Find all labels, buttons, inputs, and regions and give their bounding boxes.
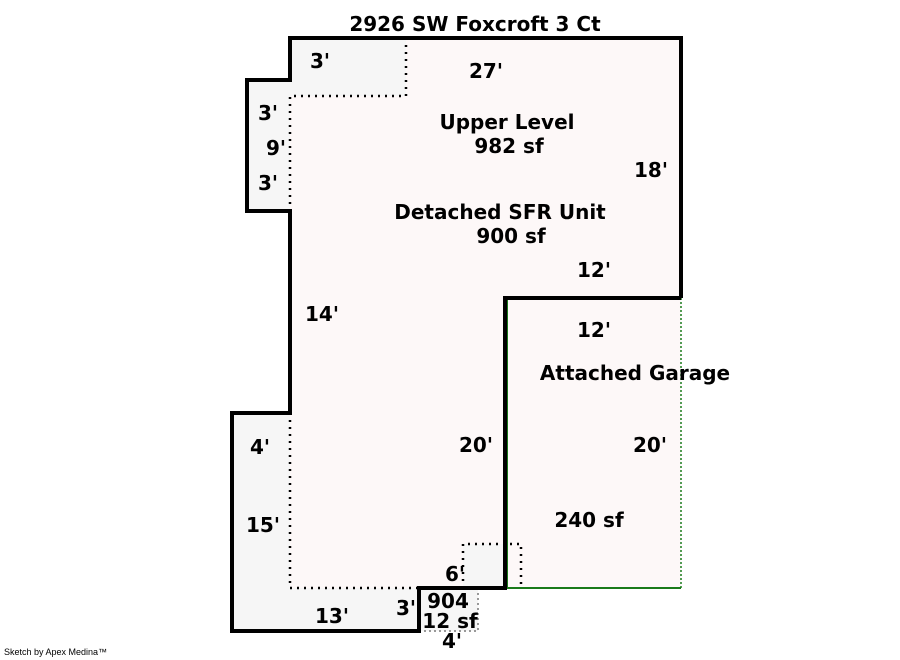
living-area-fill <box>290 38 681 588</box>
area-name-main: Detached SFR Unit <box>394 200 606 224</box>
dim-label: 18' <box>634 158 668 182</box>
dim-label: 27' <box>469 59 503 83</box>
dim-label: 4' <box>442 629 462 653</box>
porch-bottom-fill <box>232 413 419 631</box>
sketch-credit: Sketch by Apex Medina™ <box>4 647 108 657</box>
garage-fill <box>507 298 681 588</box>
area-size-small: 12 sf <box>422 609 478 633</box>
small-area-fill <box>419 588 478 631</box>
dim-label: 20' <box>459 433 493 457</box>
dim-label: 3' <box>258 101 278 125</box>
sketch-title: 2926 SW Foxcroft 3 Ct <box>349 12 601 36</box>
dotted-lines <box>288 38 523 632</box>
building-outline <box>230 36 683 633</box>
area-size-main: 900 sf <box>476 224 546 248</box>
area-size-upper: 982 sf <box>474 134 544 158</box>
nook-fill <box>463 544 507 588</box>
area-name-small: 904 <box>427 589 469 613</box>
area-name-upper: Upper Level <box>439 110 574 134</box>
dim-label: 12' <box>577 258 611 282</box>
dim-label: 12' <box>577 318 611 342</box>
dim-label: 3' <box>396 596 416 620</box>
dim-label: 13' <box>315 604 349 628</box>
dim-label: 6' <box>445 562 465 586</box>
dim-label: 14' <box>305 302 339 326</box>
dim-label: 9' <box>266 136 286 160</box>
dim-label: 20' <box>633 433 667 457</box>
dim-label: 3' <box>258 171 278 195</box>
dim-label: 4' <box>250 435 270 459</box>
area-size-garage: 240 sf <box>554 508 624 532</box>
dimension-labels: 3' 27' 3' 9' 3' 18' 12' 12' 14' 4' 20' 2… <box>246 49 668 653</box>
dim-label: 15' <box>246 513 280 537</box>
dim-label: 3' <box>310 49 330 73</box>
area-name-garage: Attached Garage <box>540 361 730 385</box>
